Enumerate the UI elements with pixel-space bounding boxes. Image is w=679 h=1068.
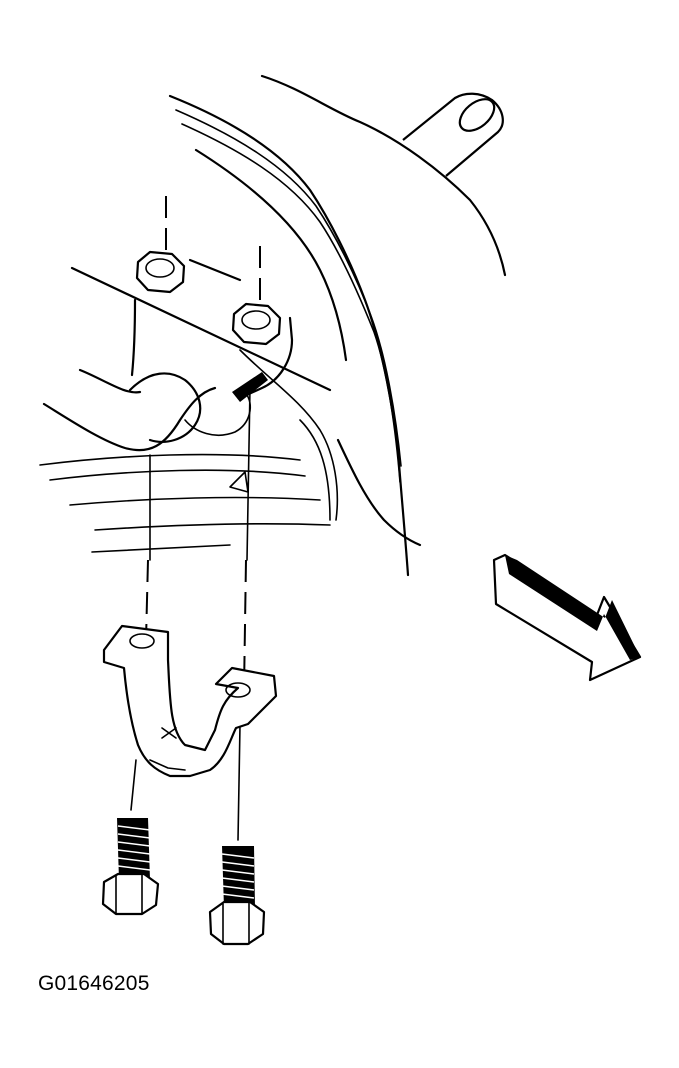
shaft-end <box>402 92 504 177</box>
clamp <box>102 624 278 778</box>
forward-arrow-icon <box>492 553 642 682</box>
figure-code: G01646205 <box>38 972 150 995</box>
stabilizer-bar <box>42 368 251 452</box>
nut-left <box>135 250 186 294</box>
nut-right <box>231 302 282 346</box>
upper-bracket <box>130 258 294 402</box>
bolt-right <box>208 846 266 946</box>
bolt-left <box>101 818 160 916</box>
frame-structure <box>39 74 507 577</box>
alignment-lines <box>130 196 261 841</box>
